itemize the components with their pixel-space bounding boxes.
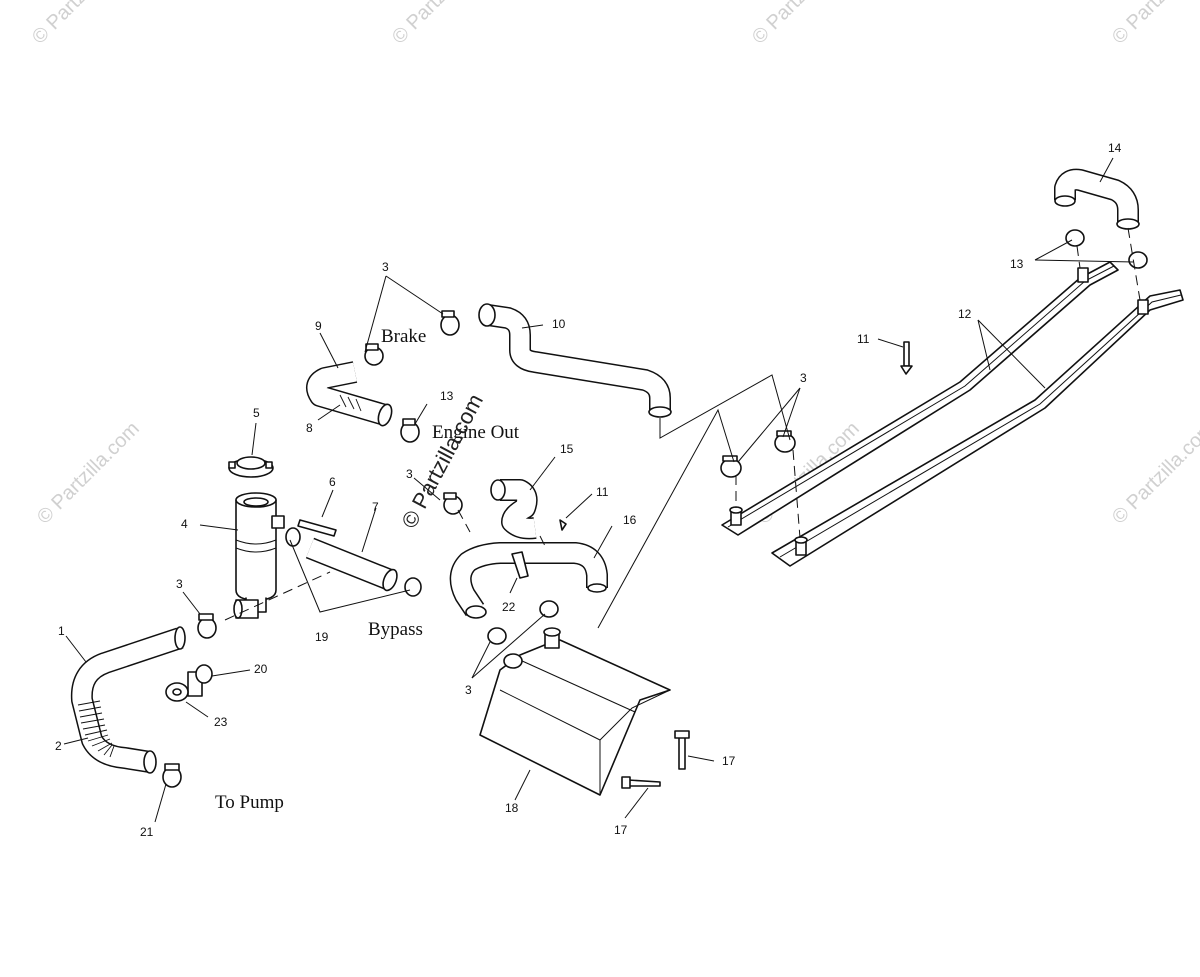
label-engine-out: Engine Out	[432, 422, 520, 443]
clamp-3-tank	[487, 600, 559, 645]
callout-4: 4	[181, 517, 188, 531]
callout-13: 13	[440, 389, 454, 403]
callout-19: 19	[315, 630, 329, 644]
flow-labels: Brake Engine Out Bypass To Pump	[215, 326, 520, 813]
callout-12: 12	[958, 307, 972, 321]
clamp-13-rails	[1065, 229, 1148, 269]
hose-8-9	[306, 361, 393, 427]
hose-10	[478, 303, 672, 418]
callout-17: 17	[722, 754, 736, 768]
screw-11-center	[559, 519, 567, 531]
watermark-main: © Partzilla.com	[396, 390, 488, 533]
callout-7: 7	[372, 500, 379, 514]
callout-5: 5	[253, 406, 260, 420]
callout-23: 23	[214, 715, 228, 729]
bracket-22	[511, 551, 529, 579]
tube-6	[297, 519, 337, 537]
callout-9: 9	[315, 319, 322, 333]
callout-13: 13	[1010, 257, 1024, 271]
cap-5	[228, 456, 274, 478]
watermark: © Partzilla.com	[748, 0, 859, 49]
label-to-pump: To Pump	[215, 792, 284, 813]
callout-6: 6	[329, 475, 336, 489]
callout-3: 3	[382, 260, 389, 274]
clamp-3-bypass	[285, 492, 463, 597]
hose-15	[490, 479, 538, 540]
watermark: © Partzilla.com	[28, 0, 139, 49]
watermark: © Partzilla.com	[33, 418, 144, 529]
callout-8: 8	[306, 421, 313, 435]
callout-3: 3	[176, 577, 183, 591]
label-brake: Brake	[381, 326, 426, 347]
watermark-group: © Partzilla.com © Partzilla.com © Partzi…	[28, 0, 1200, 529]
callout-3: 3	[800, 371, 807, 385]
washer-23	[165, 682, 189, 702]
callout-3: 3	[465, 683, 472, 697]
hose-14	[1054, 168, 1140, 230]
callout-numbers: 1 2 3 3 3 3 3 4 5 6 7 8 9 10 11 11 12 13…	[55, 141, 1122, 839]
clamp-3-brake	[364, 310, 460, 366]
clamp-3-lower	[197, 613, 217, 639]
callout-11: 11	[596, 485, 609, 499]
bolt-17	[621, 730, 690, 789]
callout-16: 16	[623, 513, 637, 527]
callout-3: 3	[406, 467, 413, 481]
callout-18: 18	[505, 801, 519, 815]
callout-22: 22	[502, 600, 516, 614]
callout-1: 1	[58, 624, 65, 638]
leader-lines	[63, 157, 1141, 823]
callout-11: 11	[857, 332, 870, 346]
watermark: © Partzilla.com	[1108, 418, 1200, 529]
watermark: © Partzilla.com	[388, 0, 499, 49]
label-bypass: Bypass	[368, 619, 423, 640]
callout-21: 21	[140, 825, 154, 839]
callout-17: 17	[614, 823, 628, 837]
tank-18	[479, 627, 671, 796]
watermark: © Partzilla.com	[1108, 0, 1200, 49]
bolt-11-right	[900, 341, 913, 375]
callout-2: 2	[55, 739, 62, 753]
callout-15: 15	[560, 442, 574, 456]
callout-14: 14	[1108, 141, 1122, 155]
clamp-21	[162, 763, 182, 788]
hose-7	[305, 537, 398, 592]
hose-16	[449, 542, 608, 619]
clamp-13-engine	[400, 418, 420, 443]
callout-10: 10	[552, 317, 566, 331]
hose-1-2	[70, 626, 186, 774]
callout-20: 20	[254, 662, 268, 676]
rail-12	[721, 261, 1184, 567]
fitting-20	[187, 664, 213, 697]
reservoir-4	[233, 492, 285, 619]
